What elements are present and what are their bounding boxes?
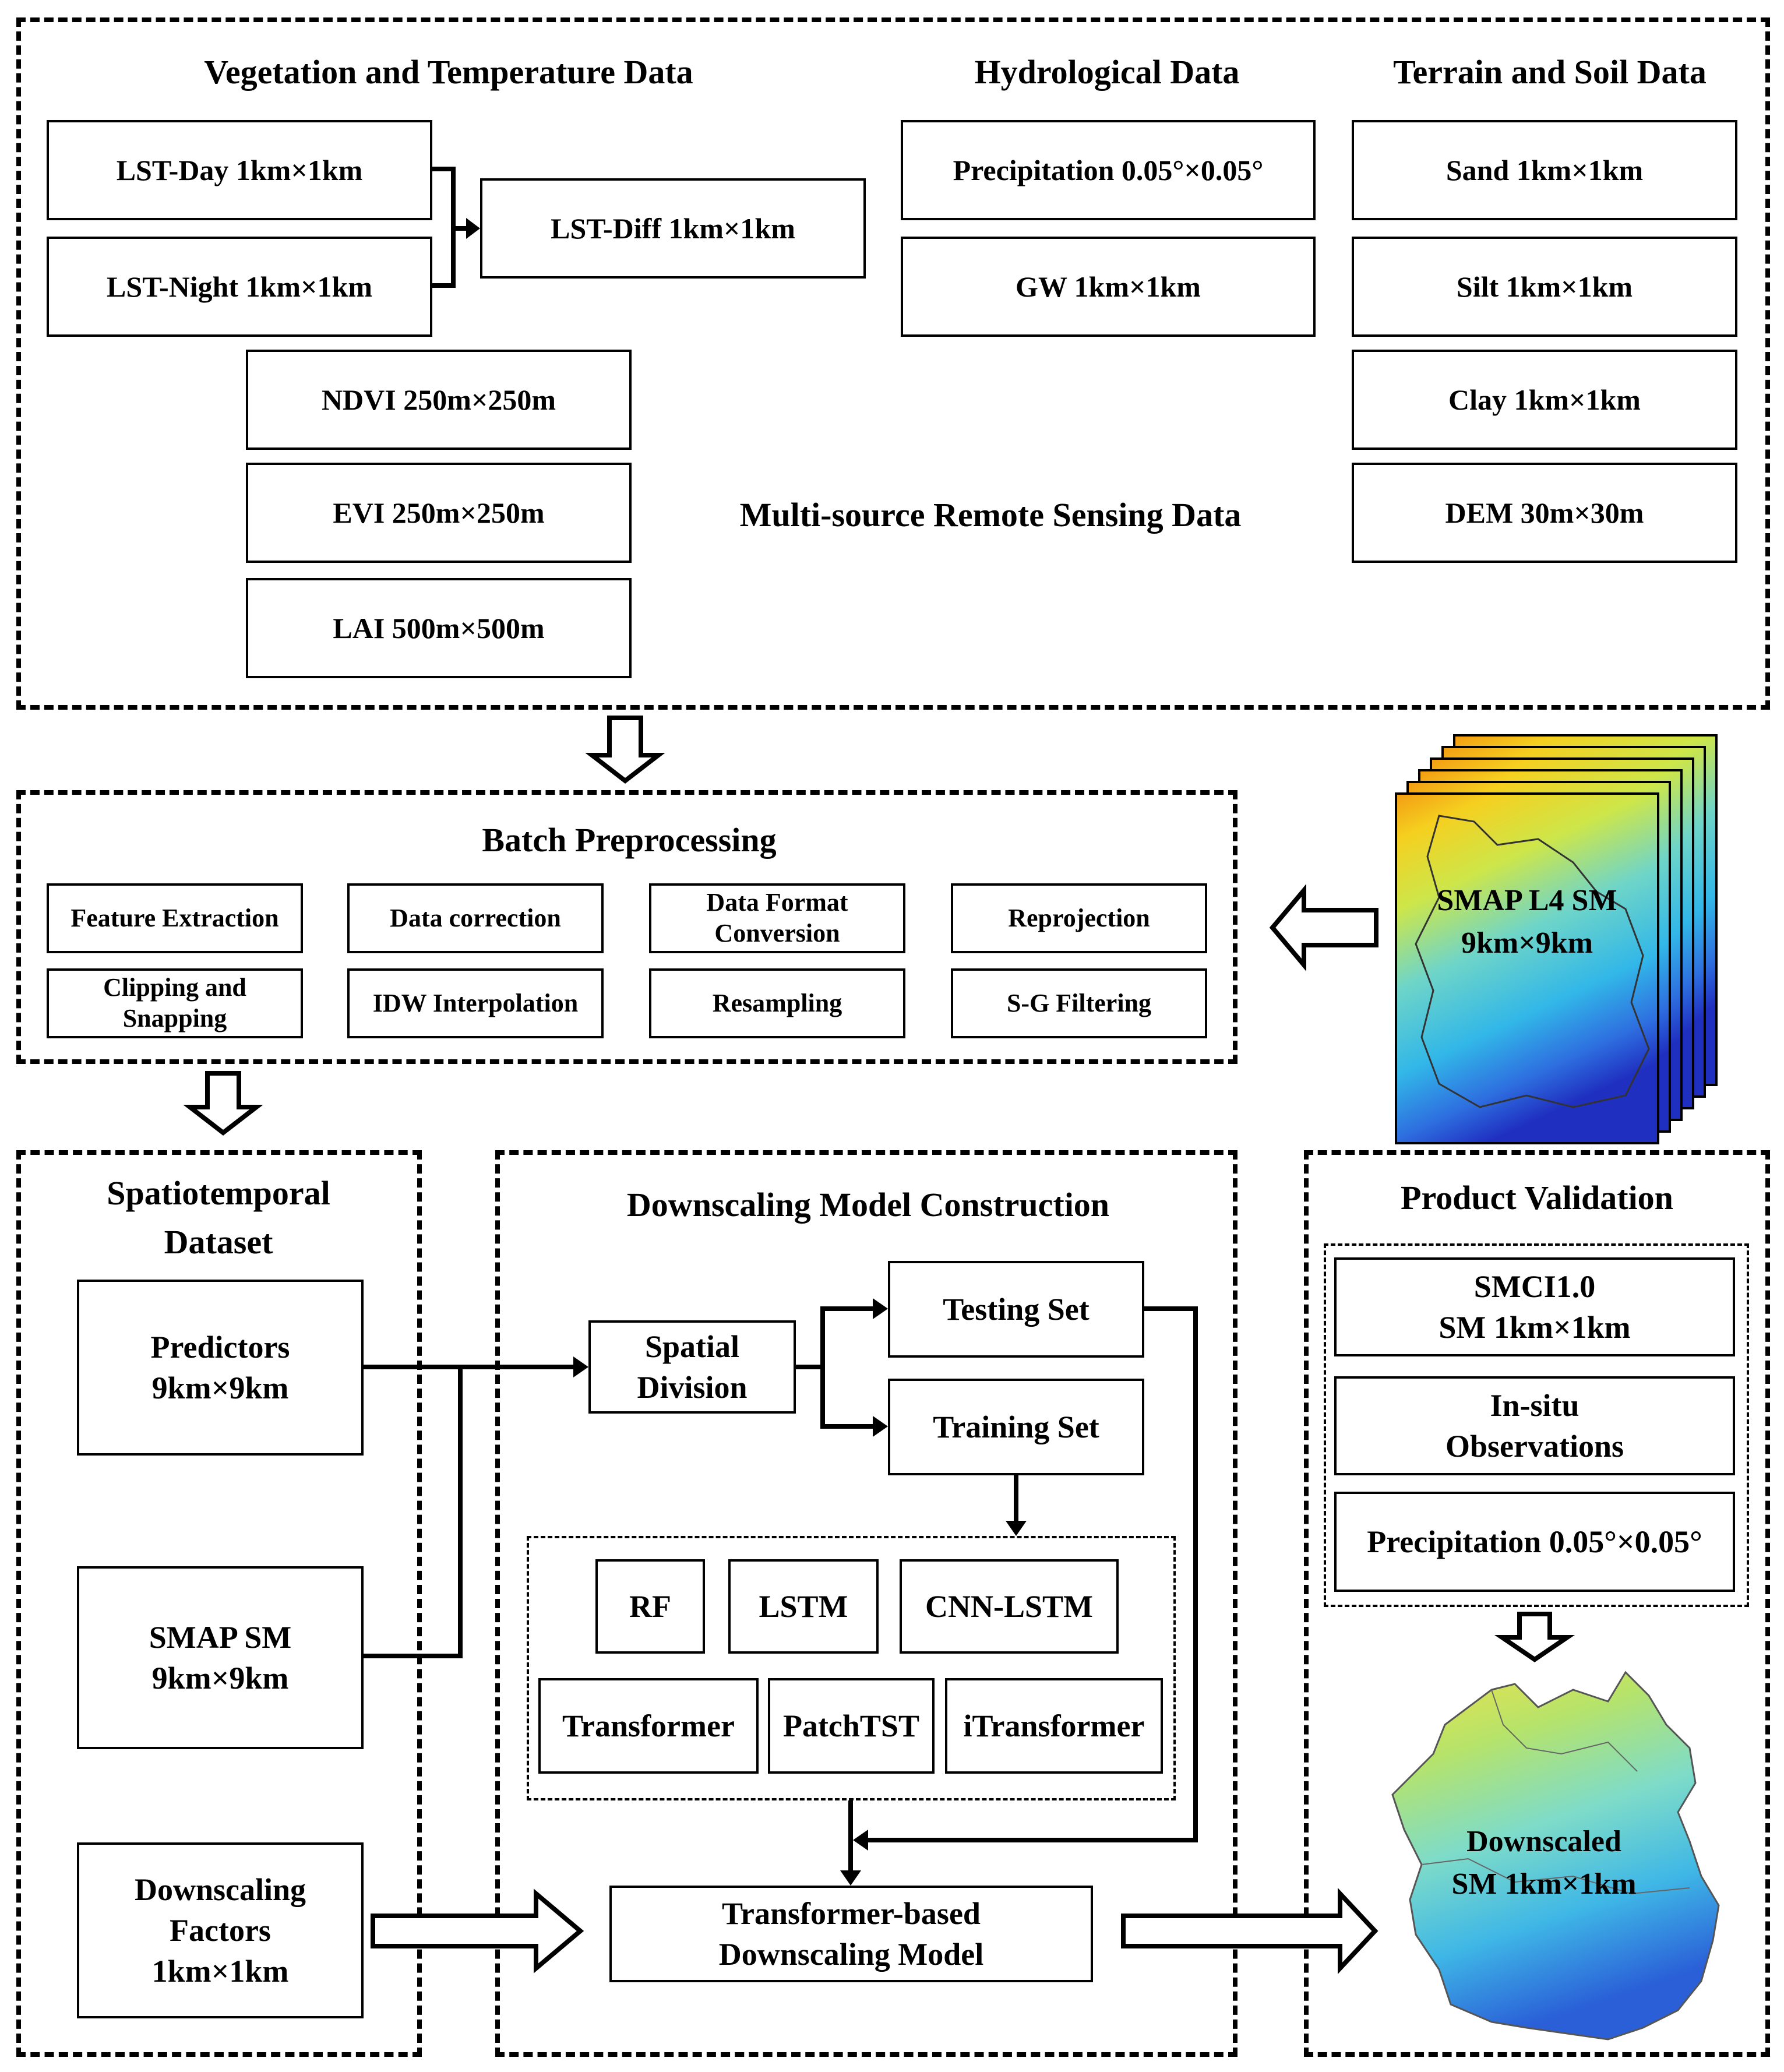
evi-box: EVI 250m×250m: [246, 463, 632, 563]
spatial-division-box: Spatial Division: [588, 1320, 796, 1414]
downscaling-factors-box: Downscaling Factors 1km×1km: [77, 1842, 364, 2018]
model-patchtst: PatchTST: [768, 1678, 935, 1774]
step-reprojection: Reprojection: [951, 883, 1207, 953]
product-validation-panel: [1304, 1150, 1770, 2057]
model-transformer: Transformer: [538, 1678, 759, 1774]
left-arrow-smap: [1269, 884, 1378, 971]
step-sg-filtering: S-G Filtering: [951, 968, 1207, 1038]
testing-set-box: Testing Set: [888, 1261, 1144, 1358]
precipitation-box: Precipitation 0.05°×0.05°: [901, 120, 1316, 220]
validation-sources-group: [1324, 1243, 1749, 1607]
step-idw-interpolation: IDW Interpolation: [347, 968, 604, 1038]
dem-box: DEM 30m×30m: [1352, 463, 1737, 563]
down-arrow-1: [585, 716, 665, 784]
model-rf: RF: [595, 1559, 705, 1654]
lai-box: LAI 500m×500m: [246, 578, 632, 678]
step-clipping-snapping: Clipping and Snapping: [47, 968, 303, 1038]
model-lstm: LSTM: [728, 1559, 879, 1654]
downscaled-sm-label: Downscaled SM 1km×1km: [1451, 1825, 1637, 1901]
model-construction-title: Downscaling Model Construction: [626, 1186, 1110, 1224]
transformer-downscaling-model-box: Transformer-based Downscaling Model: [609, 1886, 1093, 1982]
multisource-data-panel: [16, 17, 1770, 710]
step-data-correction: Data correction: [347, 883, 604, 953]
batch-preprocessing-panel: [16, 790, 1237, 1064]
model-cnn-lstm: CNN-LSTM: [900, 1559, 1119, 1654]
batch-preprocessing-title: Batch Preprocessing: [482, 821, 777, 859]
smci-box: SMCI1.0 SM 1km×1km: [1334, 1257, 1735, 1356]
lst-night-box: LST-Night 1km×1km: [47, 237, 432, 337]
product-validation-title: Product Validation: [1401, 1179, 1673, 1217]
veg-temp-title: Vegetation and Temperature Data: [204, 53, 693, 91]
terrain-soil-title: Terrain and Soil Data: [1393, 53, 1707, 91]
ndvi-box: NDVI 250m×250m: [246, 350, 632, 450]
clay-box: Clay 1km×1km: [1352, 350, 1737, 450]
training-set-box: Training Set: [888, 1379, 1144, 1475]
model-itransformer: iTransformer: [945, 1678, 1163, 1774]
silt-box: Silt 1km×1km: [1352, 237, 1737, 337]
sand-box: Sand 1km×1km: [1352, 120, 1737, 220]
lst-day-box: LST-Day 1km×1km: [47, 120, 432, 220]
multisource-center-label: Multi-source Remote Sensing Data: [739, 496, 1242, 534]
step-feature-extraction: Feature Extraction: [47, 883, 303, 953]
validation-precipitation-box: Precipitation 0.05°×0.05°: [1334, 1492, 1735, 1592]
smap-layer-top: [1395, 792, 1659, 1144]
step-resampling: Resampling: [649, 968, 905, 1038]
down-arrow-2: [183, 1071, 263, 1136]
gw-box: GW 1km×1km: [901, 237, 1316, 337]
step-data-format-conversion: Data Format Conversion: [649, 883, 905, 953]
smap-input-label: SMAP L4 SM 9km×9km: [1437, 884, 1617, 960]
model-construction-panel: [495, 1150, 1237, 2057]
hydro-title: Hydrological Data: [974, 53, 1240, 91]
spatiotemporal-dataset-title: Spatiotemporal Dataset: [107, 1174, 330, 1261]
predictors-box: Predictors 9km×9km: [77, 1280, 364, 1456]
insitu-box: In-situ Observations: [1334, 1376, 1735, 1475]
lst-diff-box: LST-Diff 1km×1km: [480, 178, 866, 279]
smap-sm-box: SMAP SM 9km×9km: [77, 1566, 364, 1749]
